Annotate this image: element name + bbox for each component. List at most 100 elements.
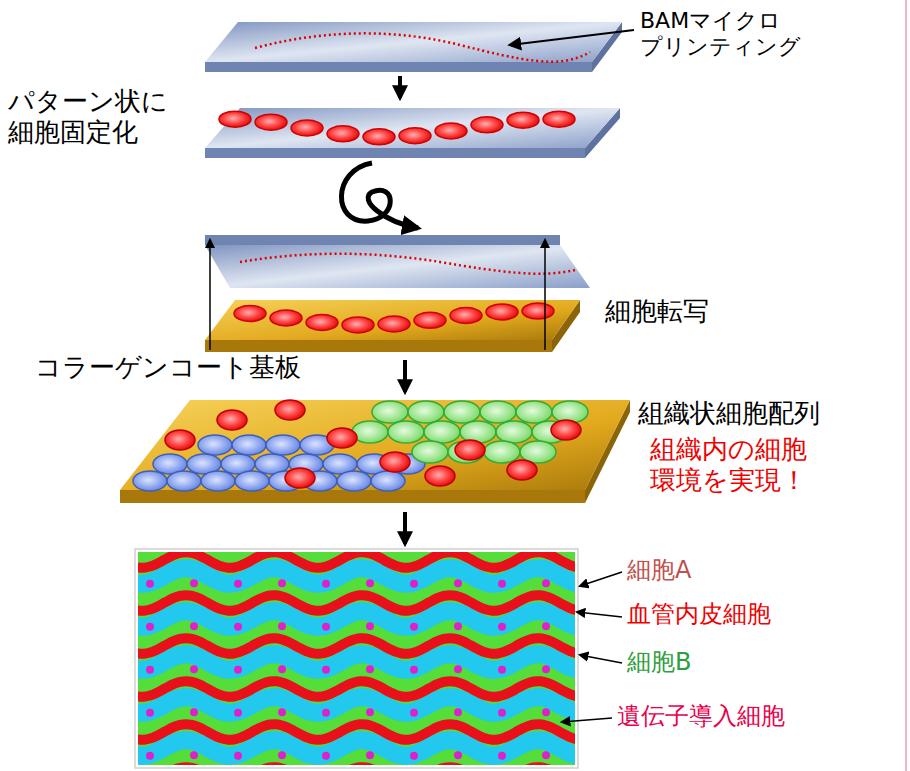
cell (522, 303, 554, 319)
cell (486, 304, 518, 320)
transfected-cell (278, 751, 286, 759)
transfected-cell (454, 708, 462, 716)
transfer-arrow (544, 240, 546, 350)
cell-a-band (138, 595, 575, 611)
glass-slide (205, 108, 620, 158)
cell (275, 400, 305, 420)
transfected-cell (366, 579, 374, 587)
transfected-cell (410, 580, 418, 588)
transfected-cell (454, 665, 462, 673)
cell (165, 430, 195, 450)
transfected-cell (190, 751, 198, 759)
transfected-cell (190, 665, 198, 673)
cell (480, 401, 516, 423)
cell (342, 317, 374, 333)
transfected-cell (322, 752, 330, 760)
cell (543, 111, 575, 127)
cell (219, 111, 251, 127)
glass-slide (205, 22, 622, 72)
collagen-substrate (120, 400, 630, 503)
transfected-cell (278, 665, 286, 673)
legend-label: 細胞B (627, 648, 691, 677)
cell (285, 468, 315, 488)
cell (444, 401, 480, 423)
endothelial-band (138, 740, 575, 756)
cell (496, 421, 532, 443)
transfected-cell (498, 752, 506, 760)
transfected-cell (366, 665, 374, 673)
cell (484, 441, 520, 463)
endothelial-band (138, 697, 575, 713)
transfected-cell (146, 752, 154, 760)
cell (412, 441, 448, 463)
transfected-cell (366, 751, 374, 759)
legend-label: 細胞A (627, 556, 691, 585)
transfected-cell (278, 622, 286, 630)
transfected-cell (322, 666, 330, 674)
transfected-cell (454, 579, 462, 587)
cell (306, 315, 338, 331)
cell (217, 410, 247, 430)
printing-label: BAMマイクロ プリンティング (640, 8, 807, 61)
cell (234, 305, 266, 321)
cell (327, 428, 357, 448)
cell (232, 435, 266, 455)
transfected-cell (410, 752, 418, 760)
transfected-cell (366, 622, 374, 630)
endothelial-band (138, 654, 575, 670)
transfected-cell (542, 622, 550, 630)
cell (201, 471, 235, 491)
transfected-cell (498, 666, 506, 674)
transfected-cell (234, 709, 242, 717)
transfected-cell (498, 709, 506, 717)
transfected-cell (278, 708, 286, 716)
leader-line (510, 30, 634, 45)
legend-label: 遺伝子導入細胞 (617, 702, 785, 731)
cell (399, 128, 431, 144)
cell (133, 471, 167, 491)
cell (291, 120, 323, 136)
endothelial-band (138, 611, 575, 627)
transfected-cell (542, 665, 550, 673)
transfected-cell (410, 623, 418, 631)
tissue-pattern (138, 552, 575, 765)
transfected-cell (234, 580, 242, 588)
cell (435, 123, 467, 139)
transfected-cell (190, 579, 198, 587)
transfected-cell (542, 751, 550, 759)
cell (235, 471, 269, 491)
flip-arrow (341, 163, 418, 228)
cell (551, 420, 581, 440)
transfected-cell (322, 623, 330, 631)
step-arrow (403, 360, 407, 392)
transfected-cell (498, 623, 506, 631)
glass-slide (205, 235, 590, 288)
cell (198, 435, 232, 455)
leader-line (562, 718, 612, 722)
cell (507, 460, 537, 480)
cell (471, 117, 503, 133)
cell-a-band (138, 552, 575, 568)
legend-label: 血管内皮細胞 (627, 600, 771, 629)
cell (363, 129, 395, 145)
transfected-cell (542, 708, 550, 716)
cell-a-band (138, 681, 575, 697)
cell (414, 312, 446, 328)
cell (424, 421, 460, 443)
cell (378, 316, 410, 332)
transfer-arrow (209, 240, 211, 350)
step-label: パターン状に 細胞固定化 (8, 86, 180, 148)
substrate-label: コラーゲンコート基板 (35, 352, 301, 383)
transfected-cell (366, 708, 374, 716)
cell (372, 401, 408, 423)
transfected-cell (146, 580, 154, 588)
cell (337, 471, 371, 491)
leader-line (580, 655, 622, 663)
transfected-cell (542, 579, 550, 587)
edge-line (905, 0, 907, 771)
cell (327, 126, 359, 142)
transfected-cell (190, 708, 198, 716)
endothelial-band (138, 568, 575, 584)
cell (425, 466, 455, 486)
step-label: 組織状細胞配列 (638, 398, 820, 429)
